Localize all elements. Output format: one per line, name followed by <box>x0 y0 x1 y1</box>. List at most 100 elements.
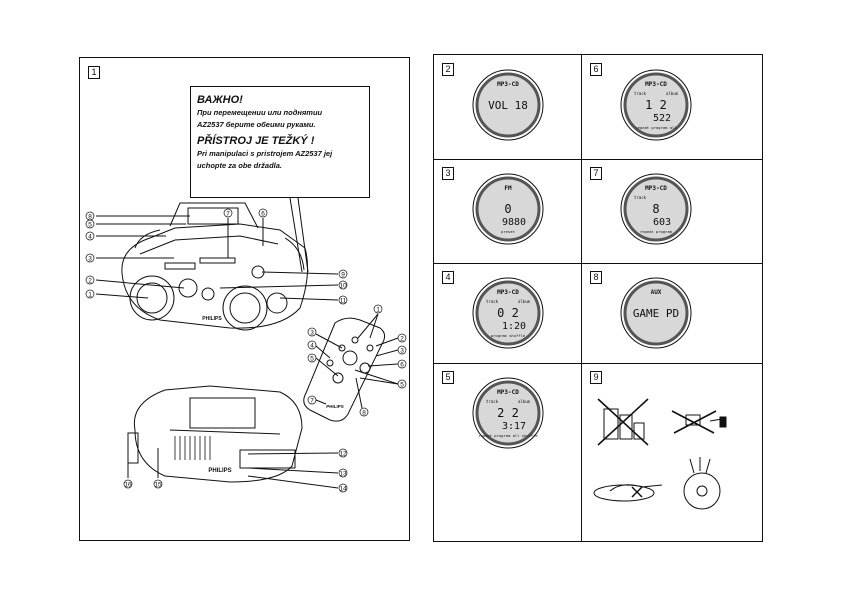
figure-number: 9 <box>590 371 602 384</box>
callout-3: 3 <box>85 253 95 263</box>
lcd-sub-value: 9880 <box>502 217 526 228</box>
no-solvents-icon <box>597 398 649 446</box>
warning-text-ru-1: При перемещении или поднятии <box>197 108 323 117</box>
clean-disc-icon <box>683 457 721 510</box>
device-brand-front: PHILIPS <box>202 316 222 322</box>
lcd-main-value: 0 <box>504 202 511 216</box>
callout-16: 16 <box>123 479 133 489</box>
lcd-album-label: album <box>518 299 531 304</box>
svg-text:8: 8 <box>88 214 92 221</box>
svg-text:11: 11 <box>340 298 347 305</box>
svg-text:2: 2 <box>88 278 92 285</box>
lcd-status-flags: repeat program <box>640 229 673 234</box>
warning-text-ru-2: AZ2537 берите обеими руками. <box>197 120 316 129</box>
lcd-track-label: track <box>634 195 647 200</box>
callout-10: 10 <box>338 280 348 290</box>
lcd-track-label: track <box>486 299 499 304</box>
lcd-mode-label: MP3-CD <box>645 185 667 192</box>
svg-text:10: 10 <box>339 283 347 290</box>
lcd-status-flags: preset <box>501 229 515 234</box>
lcd-sub-value: 3:17 <box>502 421 526 432</box>
wipe-disc-icon <box>593 484 663 502</box>
disc-care-illustrations <box>593 398 727 510</box>
lcd-status-flags: repeat program all shuffle <box>478 433 538 438</box>
lcd-album-label: album <box>518 399 531 404</box>
lcd-sub-value: 522 <box>653 113 671 124</box>
no-heat-icon <box>671 410 727 434</box>
svg-text:1: 1 <box>376 307 380 314</box>
lcd-main-value: 1 2 <box>645 98 667 112</box>
callout-6: 6 <box>258 208 268 218</box>
callout-1: 1 <box>85 289 95 299</box>
lcd-main-value: 8 <box>652 202 659 216</box>
lcd-main-value: 0 2 <box>497 306 519 320</box>
lcd-main-value: VOL 18 <box>488 99 528 112</box>
figure-number: 2 <box>442 63 454 76</box>
svg-text:5: 5 <box>310 356 314 363</box>
figure-number: 4 <box>442 271 454 284</box>
figure-number: 7 <box>590 167 602 180</box>
figure-number: 3 <box>442 167 454 180</box>
callout-4: 4 <box>85 231 95 241</box>
callout-remote-8: 8 <box>359 407 369 417</box>
grid-divider-1 <box>434 159 762 160</box>
svg-text:4: 4 <box>88 234 92 241</box>
warning-box: ВАЖНО! При перемещении или поднятии AZ25… <box>190 86 370 198</box>
callout-remote-7: 7 <box>307 395 317 405</box>
lcd-status-flags: repeat program all <box>635 125 676 130</box>
lcd-track-label: track <box>634 91 647 96</box>
callout-13: 13 <box>338 468 348 478</box>
svg-text:16: 16 <box>124 482 132 489</box>
lcd-mode-label: MP3-CD <box>645 81 667 88</box>
callout-2: 2 <box>85 275 95 285</box>
lcd-album-label: album <box>666 91 679 96</box>
callout-remote-6: 6 <box>397 359 407 369</box>
lcd-mode-label: MP3-CD <box>497 289 519 296</box>
figure-cell-9: 9 <box>582 363 729 541</box>
svg-text:7: 7 <box>226 211 230 218</box>
lcd-sub-value: 603 <box>653 217 671 228</box>
lcd-mode-label: MP3-CD <box>497 81 519 88</box>
warning-text-cz-2: uchopte za obe držadla. <box>197 161 283 170</box>
svg-text:13: 13 <box>339 471 347 478</box>
lcd-track-label: track <box>486 399 499 404</box>
lcd-main-value: GAME PD <box>633 307 679 320</box>
device-illustration: 8 5 4 3 2 1 7 6 9 10 11 3 4 5 7 1 2 3 6 … <box>85 197 407 493</box>
svg-text:15: 15 <box>154 482 162 489</box>
svg-text:9: 9 <box>341 272 345 279</box>
lcd-status-flags: program shuffle <box>491 333 526 338</box>
callout-remote-3: 3 <box>307 327 317 337</box>
lcd-mode-label: FM <box>504 185 512 192</box>
callout-5: 5 <box>85 219 95 229</box>
callout-7: 7 <box>223 208 233 218</box>
warning-heading-ru: ВАЖНО! <box>197 94 243 106</box>
svg-text:2: 2 <box>400 336 404 343</box>
figure-1-panel: 1 ВАЖНО! При перемещении или поднятии AZ… <box>79 57 410 541</box>
lcd-display: AUX GAME PD <box>620 277 692 349</box>
remote-brand: PHILIPS <box>326 404 344 409</box>
svg-text:6: 6 <box>261 211 265 218</box>
lcd-sub-value: 1:20 <box>502 321 526 332</box>
callout-remote-2: 2 <box>397 333 407 343</box>
svg-text:3: 3 <box>88 256 92 263</box>
callout-12: 12 <box>338 448 348 458</box>
svg-text:14: 14 <box>339 486 347 493</box>
grid-divider-2 <box>434 263 762 264</box>
callout-8: 8 <box>85 211 95 221</box>
svg-text:6: 6 <box>400 362 404 369</box>
svg-text:12: 12 <box>339 451 347 458</box>
callout-14: 14 <box>338 483 348 493</box>
warning-heading-cz: PŘÍSTROJ JE TEŽKÝ ! <box>197 135 315 147</box>
figure-number: 5 <box>442 371 454 384</box>
svg-text:3: 3 <box>400 348 404 355</box>
svg-text:3: 3 <box>310 330 314 337</box>
lcd-mode-label: AUX <box>651 289 662 296</box>
callout-remote-1: 1 <box>373 304 383 314</box>
